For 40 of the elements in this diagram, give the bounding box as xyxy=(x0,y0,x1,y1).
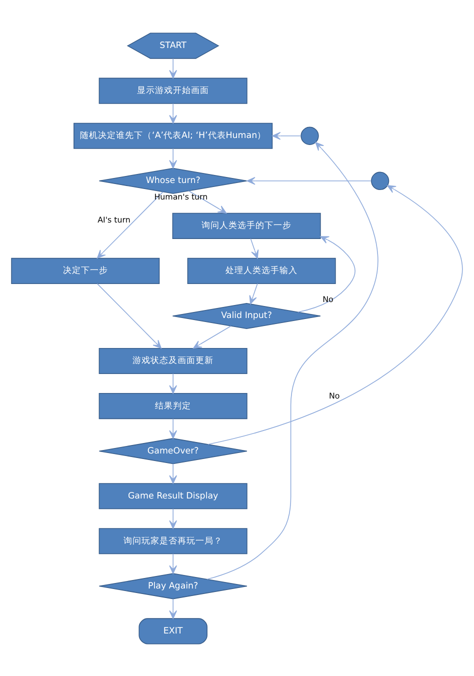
arrow xyxy=(272,131,302,140)
arrow xyxy=(169,552,178,574)
node-box: 结果判定 xyxy=(98,392,248,419)
edge-label: AI's turn xyxy=(98,215,130,224)
arrow xyxy=(169,462,178,484)
arrow xyxy=(169,58,178,78)
arrow xyxy=(208,184,463,444)
arrow xyxy=(169,598,178,618)
node-box: 决定下一步 xyxy=(11,257,160,284)
arrow xyxy=(188,190,227,214)
node-box: 处理人类选手输入 xyxy=(187,257,336,284)
node-box: 询问人类选手的下一步 xyxy=(172,212,321,238)
node-box: Game Result Display xyxy=(98,482,248,509)
node-diamond: Valid Input? xyxy=(172,302,321,329)
arrow xyxy=(169,148,178,168)
node-diamond: Play Again? xyxy=(98,572,248,599)
arrow xyxy=(298,236,356,312)
arrow xyxy=(169,418,178,438)
node-box: 显示游戏开始画面 xyxy=(98,77,248,104)
arrow xyxy=(193,325,232,348)
edge-label: No xyxy=(322,294,334,304)
arrow xyxy=(250,238,259,258)
node-diamond: Whose turn? xyxy=(98,167,248,194)
edge-label: No xyxy=(328,391,340,400)
arrow xyxy=(246,176,372,184)
arrow xyxy=(169,372,178,394)
node-box: 随机决定谁先下（‘A’代表AI; ‘H’代表Human） xyxy=(74,122,273,148)
node-diamond: GameOver? xyxy=(98,438,248,464)
arrow xyxy=(96,190,164,258)
node-box: 游戏状态及画面更新 xyxy=(98,347,248,374)
arrow xyxy=(96,282,162,348)
node-box: 询问玩家是否再玩一局？ xyxy=(98,528,248,554)
edge-label: Human's turn xyxy=(154,192,208,202)
node-circle xyxy=(300,126,319,144)
arrow xyxy=(169,102,178,124)
node-circle xyxy=(370,171,390,190)
arrow xyxy=(249,282,258,304)
arrow xyxy=(169,508,178,528)
node-box: EXIT xyxy=(138,618,208,644)
arrow xyxy=(206,141,378,580)
